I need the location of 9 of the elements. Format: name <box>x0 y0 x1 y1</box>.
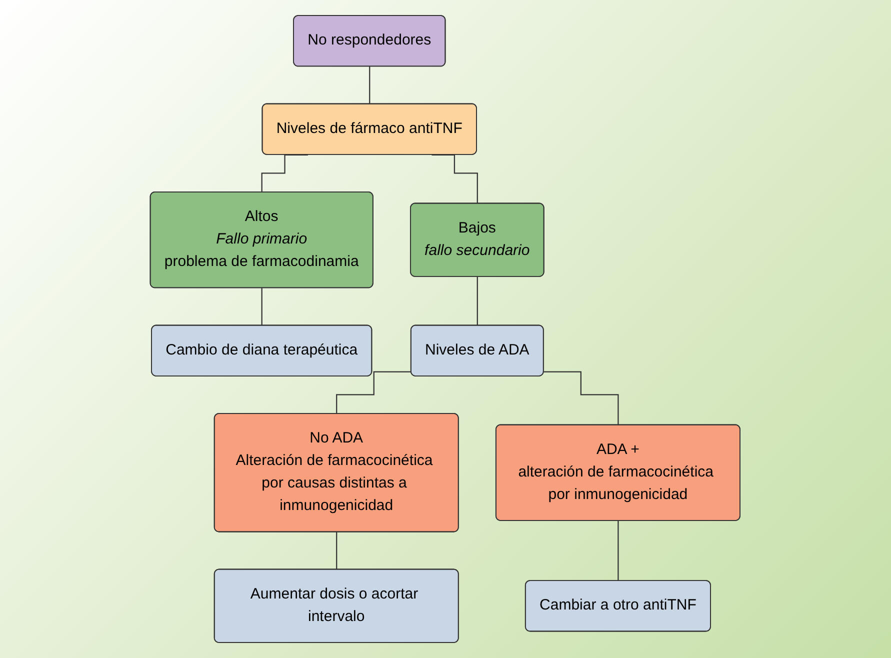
connector <box>477 276 479 326</box>
connector <box>544 371 620 426</box>
connector <box>618 520 620 582</box>
connector <box>369 66 371 105</box>
connector <box>336 371 412 414</box>
connector <box>262 154 308 193</box>
connector <box>336 532 338 570</box>
connector <box>432 154 479 204</box>
connector <box>262 288 263 326</box>
